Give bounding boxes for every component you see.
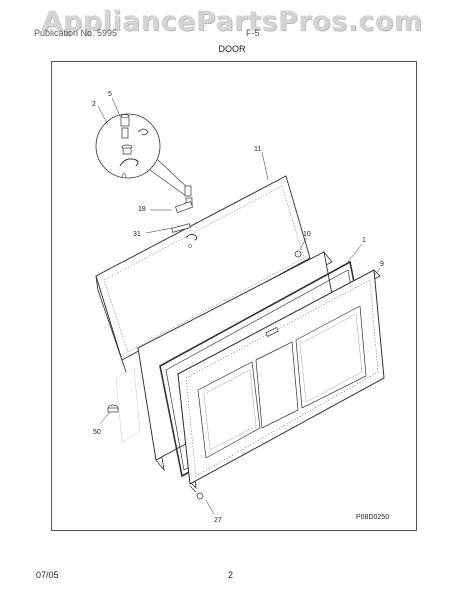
callout-31: 31 <box>133 231 141 238</box>
callout-18: 18 <box>138 206 146 213</box>
callout-1: 1 <box>362 237 366 244</box>
callout-50: 50 <box>93 429 101 436</box>
callout-9: 9 <box>380 261 384 268</box>
inner-door-panel <box>95 175 311 373</box>
diagram-code: P08D0250 <box>356 514 389 521</box>
outer-door-panel <box>177 269 385 490</box>
callout-2: 2 <box>92 101 96 108</box>
plug-part <box>294 250 302 258</box>
callout-11: 11 <box>254 146 261 153</box>
callout-27: 27 <box>214 517 222 524</box>
diagram-frame <box>51 61 417 531</box>
hinge-cover-block <box>107 367 141 443</box>
hinge-detail-inset <box>95 113 191 197</box>
screw-part <box>189 485 204 500</box>
page-section-code: F-5 <box>246 28 260 38</box>
footer-date: 07/05 <box>36 570 59 580</box>
callout-5: 5 <box>108 91 112 98</box>
footer-page-number: 2 <box>228 570 234 580</box>
hinge-hardware <box>171 185 198 248</box>
publication-number: Publication No. 5995 <box>34 28 118 38</box>
section-title: DOOR <box>218 44 246 54</box>
watermark: AppliancePartsPros.com <box>41 6 423 37</box>
callout-10: 10 <box>303 231 311 238</box>
